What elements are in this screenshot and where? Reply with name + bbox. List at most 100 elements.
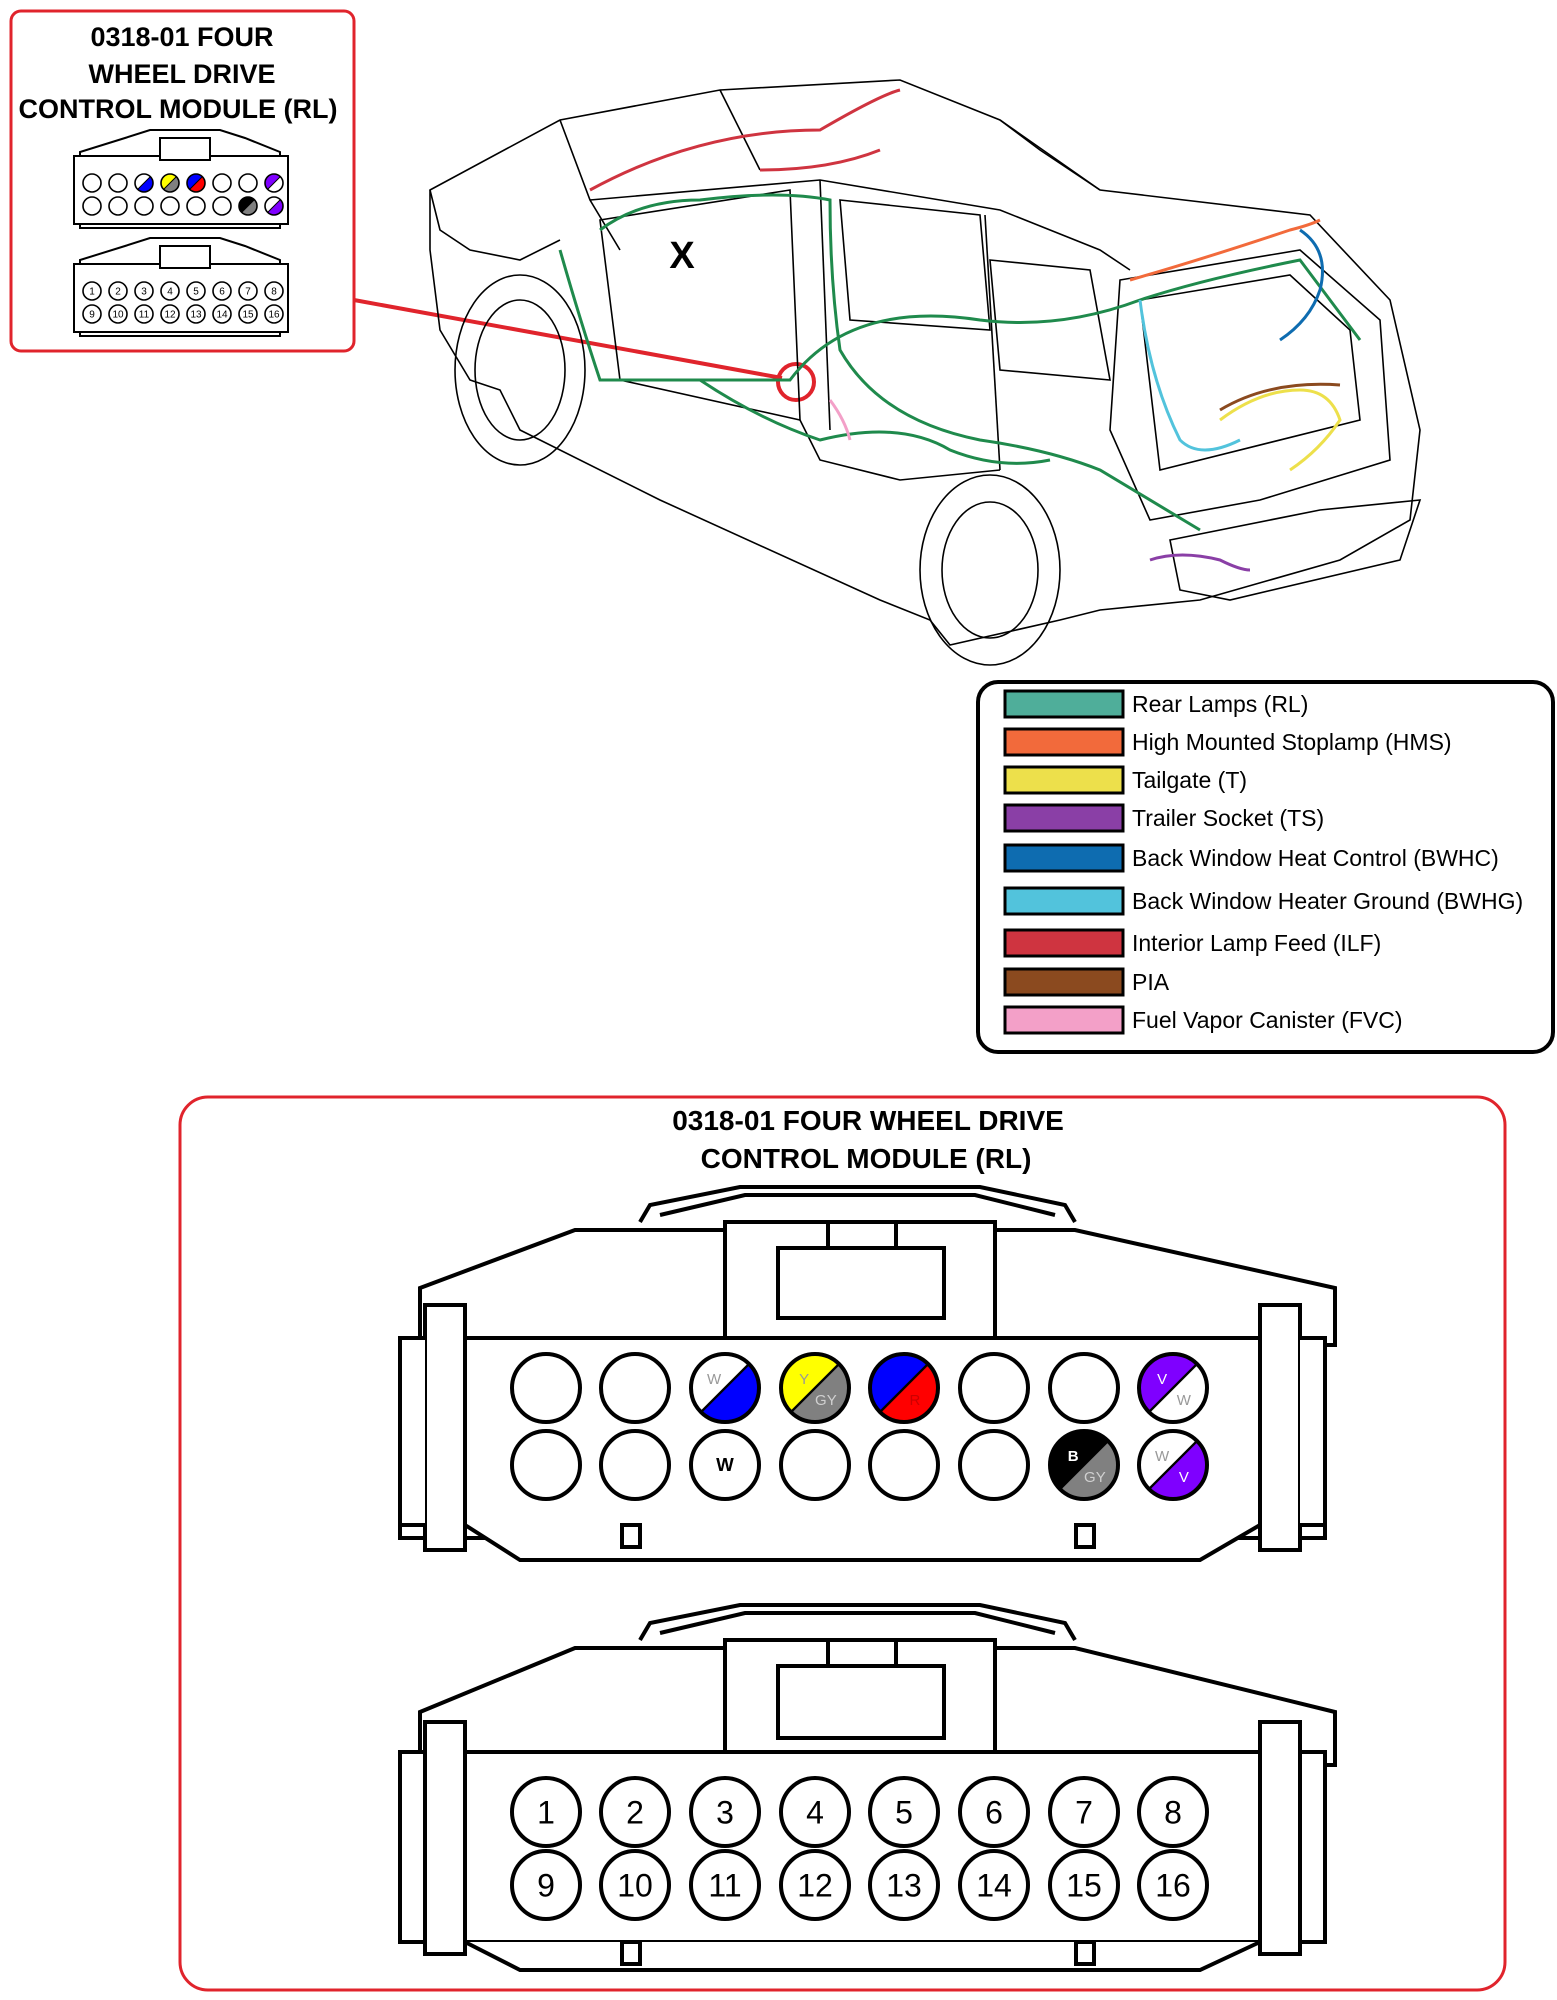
legend-swatch bbox=[1003, 843, 1125, 873]
pin-number: 11 bbox=[134, 304, 154, 324]
pin-number-label: 5 bbox=[895, 1795, 913, 1831]
pin-number: 12 bbox=[160, 304, 180, 324]
pin-number: 8 bbox=[264, 281, 284, 301]
pin-inset-r2-3 bbox=[134, 196, 154, 216]
pin-number-label: 16 bbox=[1155, 1868, 1191, 1904]
pin-number: 8 bbox=[1137, 1776, 1209, 1848]
pin-number-label: 11 bbox=[708, 1868, 741, 1904]
pin-number-label: 10 bbox=[617, 1868, 653, 1904]
pin-number: 10 bbox=[599, 1849, 671, 1921]
pin-number-label: 14 bbox=[216, 310, 228, 321]
pin-number: 2 bbox=[599, 1776, 671, 1848]
legend-label: Interior Lamp Feed (ILF) bbox=[1132, 930, 1381, 956]
legend-swatch bbox=[1003, 1005, 1125, 1035]
pin-number: 5 bbox=[186, 281, 206, 301]
legend-item: Fuel Vapor Canister (FVC) bbox=[1003, 1005, 1403, 1035]
legend-label: High Mounted Stoplamp (HMS) bbox=[1132, 729, 1452, 755]
pin-inset-r1-8 bbox=[264, 173, 284, 193]
pin-number: 1 bbox=[510, 1776, 582, 1848]
inset-title-line-2: WHEEL DRIVE bbox=[88, 59, 275, 89]
pin-number-label: 14 bbox=[976, 1868, 1012, 1904]
inset-title-line-1: 0318-01 FOUR bbox=[90, 22, 273, 52]
pin-number: 4 bbox=[779, 1776, 851, 1848]
pin-number: 14 bbox=[958, 1849, 1030, 1921]
detail-panel: 0318-01 FOUR WHEEL DRIVE CONTROL MODULE … bbox=[178, 1095, 1507, 1992]
pin-number-label: 12 bbox=[797, 1868, 833, 1904]
svg-text:GY: GY bbox=[815, 1392, 837, 1409]
pin-number: 14 bbox=[212, 304, 232, 324]
legend-swatch bbox=[1003, 928, 1125, 958]
legend-item: Trailer Socket (TS) bbox=[1003, 803, 1324, 833]
legend-swatch bbox=[1003, 967, 1125, 997]
legend-item: Back Window Heater Ground (BWHG) bbox=[1003, 886, 1523, 916]
pin-r2-8: WV bbox=[1137, 1429, 1209, 1501]
pin-number-label: 1 bbox=[89, 287, 95, 298]
pin-inset-r1-6 bbox=[212, 173, 232, 193]
pin-r2-6 bbox=[958, 1429, 1030, 1501]
legend-swatch bbox=[1003, 727, 1125, 757]
pin-r1-5: R bbox=[868, 1352, 940, 1424]
legend-item: Back Window Heat Control (BWHC) bbox=[1003, 843, 1499, 873]
detail-title-line-2: CONTROL MODULE (RL) bbox=[701, 1143, 1032, 1174]
pin-number: 15 bbox=[1048, 1849, 1120, 1921]
legend-item: Rear Lamps (RL) bbox=[1003, 689, 1308, 719]
pin-inset-r1-5 bbox=[186, 173, 206, 193]
legend-swatch bbox=[1003, 689, 1125, 719]
pin-r2-7: BGY bbox=[1048, 1429, 1120, 1501]
pin-r1-3: W bbox=[689, 1352, 761, 1424]
pin-inset-r2-6 bbox=[212, 196, 232, 216]
pin-r2-2 bbox=[599, 1429, 671, 1501]
pin-inset-r1-3 bbox=[134, 173, 154, 193]
detail-title-line-1: 0318-01 FOUR WHEEL DRIVE bbox=[672, 1105, 1064, 1136]
inset-title-line-3: CONTROL MODULE (RL) bbox=[19, 94, 338, 124]
pin-r1-8: VW bbox=[1137, 1352, 1209, 1424]
pin-number: 6 bbox=[212, 281, 232, 301]
pin-number-label: 8 bbox=[1164, 1795, 1182, 1831]
legend-item: PIA bbox=[1003, 967, 1170, 997]
detail-frame bbox=[178, 1095, 1507, 1992]
pin-r2-1 bbox=[510, 1429, 582, 1501]
pin-number: 3 bbox=[134, 281, 154, 301]
svg-text:B: B bbox=[1068, 1448, 1079, 1465]
svg-text:W: W bbox=[1177, 1392, 1192, 1409]
pin-number: 7 bbox=[1048, 1776, 1120, 1848]
pin-number: 13 bbox=[186, 304, 206, 324]
pin-number-label: 16 bbox=[268, 310, 280, 321]
pin-number-label: 4 bbox=[167, 287, 173, 298]
pin-number-label: 6 bbox=[985, 1795, 1003, 1831]
pin-number-label: 9 bbox=[537, 1868, 555, 1904]
pin-r2-4 bbox=[779, 1429, 851, 1501]
pin-number-label: 13 bbox=[190, 310, 202, 321]
svg-text:W: W bbox=[1155, 1448, 1170, 1465]
legend-item: Interior Lamp Feed (ILF) bbox=[1003, 928, 1381, 958]
svg-text:V: V bbox=[1157, 1371, 1167, 1388]
pin-r1-6 bbox=[958, 1352, 1030, 1424]
inset-frame bbox=[9, 9, 356, 353]
legend-item: High Mounted Stoplamp (HMS) bbox=[1003, 727, 1452, 757]
harness-wires bbox=[558, 88, 1362, 572]
pin-r1-1 bbox=[510, 1352, 582, 1424]
pin-number: 9 bbox=[82, 304, 102, 324]
legend-swatch bbox=[1003, 765, 1125, 795]
pin-number: 16 bbox=[264, 304, 284, 324]
legend-label: Tailgate (T) bbox=[1132, 767, 1247, 793]
legend-label: Back Window Heater Ground (BWHG) bbox=[1132, 888, 1523, 914]
svg-text:Y: Y bbox=[799, 1371, 809, 1388]
svg-text:W: W bbox=[707, 1371, 722, 1388]
pin-number-label: 15 bbox=[242, 310, 254, 321]
inset-panel: 0318-01 FOUR WHEEL DRIVE CONTROL MODULE … bbox=[9, 9, 356, 353]
pin-number: 2 bbox=[108, 281, 128, 301]
pin-number: 16 bbox=[1137, 1849, 1209, 1921]
svg-text:V: V bbox=[1179, 1469, 1189, 1486]
pin-number-label: 2 bbox=[626, 1795, 644, 1831]
pin-inset-r2-2 bbox=[108, 196, 128, 216]
pin-number: 1 bbox=[82, 281, 102, 301]
legend-swatch bbox=[1003, 803, 1125, 833]
pin-number-label: 2 bbox=[115, 287, 121, 298]
pin-number-label: 7 bbox=[1075, 1795, 1093, 1831]
pin-inset-r1-1 bbox=[82, 173, 102, 193]
pin-number-label: 7 bbox=[245, 287, 251, 298]
